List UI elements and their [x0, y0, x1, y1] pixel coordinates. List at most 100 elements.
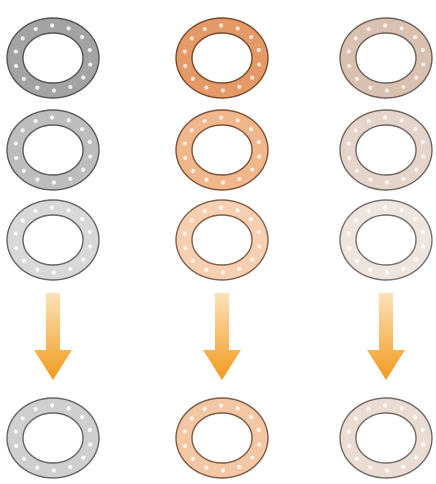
ring-dot — [203, 407, 207, 411]
ring-dot — [249, 35, 253, 39]
ring-body — [340, 200, 432, 280]
ring-dot — [354, 128, 358, 132]
ring-dot — [257, 230, 261, 234]
ring-dot — [50, 403, 54, 407]
ring-dot — [413, 35, 417, 39]
ring-dot — [347, 156, 351, 160]
ring-dot — [14, 429, 18, 433]
ring-body — [340, 398, 432, 478]
ring-dot — [204, 178, 208, 182]
ring-dot — [191, 259, 195, 263]
ring-dot — [67, 406, 71, 410]
ring-dot — [21, 218, 25, 222]
ring-dot — [237, 267, 241, 271]
ring-dot — [421, 230, 425, 234]
ring-dot — [237, 465, 241, 469]
ring-dot — [14, 231, 18, 235]
ring-dot — [183, 231, 187, 235]
ring-body — [7, 398, 99, 478]
ring-body — [176, 18, 268, 98]
ring-dot — [367, 119, 371, 123]
ring-dot — [88, 428, 92, 432]
ring-dot — [368, 178, 372, 182]
ring-dot — [14, 49, 18, 53]
ring-dot — [35, 268, 39, 272]
ring-dot — [34, 209, 38, 213]
ring-dot — [183, 64, 187, 68]
ring-beige-3 — [340, 200, 432, 280]
ring-dot — [400, 208, 404, 212]
ring-dot — [50, 205, 54, 209]
ring-dot — [34, 119, 38, 123]
ring-dot — [236, 406, 240, 410]
ring-dot — [354, 218, 358, 222]
ring-dot — [190, 416, 194, 420]
ring-dot — [354, 36, 358, 40]
ring-dot — [347, 444, 351, 448]
ring-dot — [67, 118, 71, 122]
ring-dot — [183, 49, 187, 53]
ring-dot — [413, 415, 417, 419]
ring-dot — [14, 64, 18, 68]
ring-dot — [401, 267, 405, 271]
ring-dot — [190, 218, 194, 222]
ring-body — [340, 110, 432, 190]
ring-dot — [68, 85, 72, 89]
ring-dot — [401, 85, 405, 89]
ring-dot — [88, 442, 92, 446]
ring-dot — [14, 141, 18, 145]
ring-dot — [183, 444, 187, 448]
ring-dot — [401, 177, 405, 181]
ring-dot — [236, 26, 240, 30]
ring-dot — [80, 217, 84, 221]
ring-gray-3 — [7, 200, 99, 280]
ring-dot — [236, 118, 240, 122]
ring-dot — [14, 444, 18, 448]
ring-dot — [50, 23, 54, 27]
ring-dot — [355, 169, 359, 173]
ring-dot — [414, 456, 418, 460]
ring-dot — [383, 23, 387, 27]
ring-dot — [421, 140, 425, 144]
ring-dot — [383, 403, 387, 407]
ring-dot — [355, 77, 359, 81]
ring-dot — [67, 208, 71, 212]
ring-dot — [347, 246, 351, 250]
ring-dot — [249, 217, 253, 221]
ring-dot — [421, 428, 425, 432]
ring-dot — [35, 178, 39, 182]
ring-dot — [221, 270, 225, 274]
ring-dot — [347, 231, 351, 235]
ring-dot — [219, 403, 223, 407]
ring-dot — [81, 168, 85, 172]
ring-dot — [81, 76, 85, 80]
ring-dot — [414, 76, 418, 80]
ring-dot — [190, 128, 194, 132]
ring-dot — [21, 128, 25, 132]
ring-dot — [191, 77, 195, 81]
ring-dot — [250, 168, 254, 172]
ring-dot — [88, 154, 92, 158]
arrow-beige — [367, 293, 405, 380]
ring-dot — [257, 154, 261, 158]
ring-dot — [249, 127, 253, 131]
ring-beige-2 — [340, 110, 432, 190]
ring-dot — [236, 208, 240, 212]
ring-dot — [385, 468, 389, 472]
ring-dot — [191, 169, 195, 173]
ring-dot — [401, 465, 405, 469]
ring-dot — [183, 246, 187, 250]
ring-dot — [203, 27, 207, 31]
ring-dot — [355, 259, 359, 263]
ring-dot — [22, 457, 26, 461]
ring-dot — [421, 244, 425, 248]
ring-dot — [221, 88, 225, 92]
ring-dot — [68, 177, 72, 181]
ring-dot — [88, 48, 92, 52]
ring-dot — [80, 127, 84, 131]
ring-body — [340, 18, 432, 98]
ring-gray-1 — [7, 18, 99, 98]
ring-dot — [21, 36, 25, 40]
ring-dot — [35, 86, 39, 90]
ring-dot — [88, 244, 92, 248]
